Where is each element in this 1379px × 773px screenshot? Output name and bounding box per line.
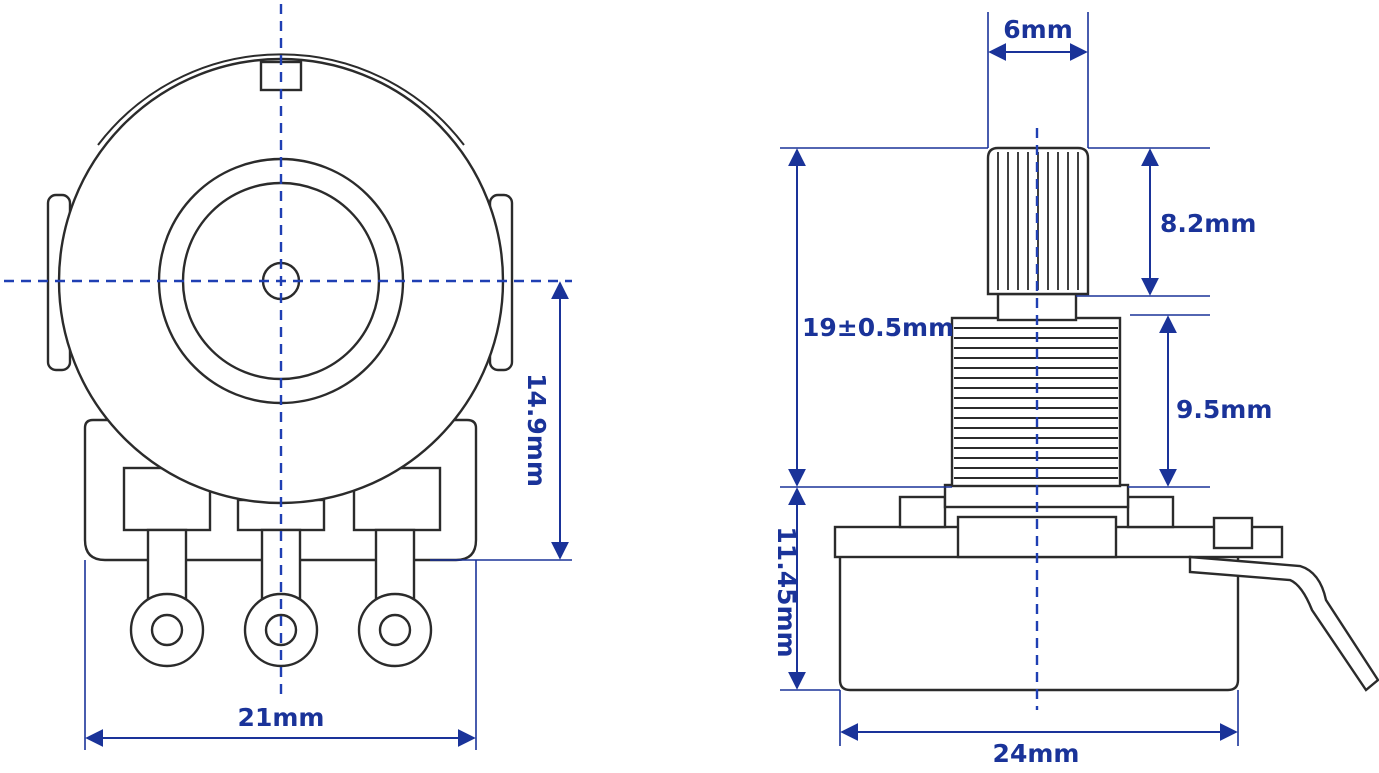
bushing-threads <box>954 327 1118 479</box>
body-rim <box>97 53 465 146</box>
side-view: 6mm 8.2mm 9.5mm 19±0.5mm 11.45mm 24mm <box>772 12 1379 768</box>
front-width-label: 21mm <box>238 703 325 732</box>
bracket-step-left <box>898 495 947 529</box>
terminal-left <box>122 466 212 668</box>
front-height-label: 14.9mm <box>522 373 551 487</box>
front-view: 21mm 14.9mm <box>4 4 572 750</box>
knurl-length-label: 8.2mm <box>1160 209 1256 238</box>
shaft-diameter-label: 6mm <box>1003 15 1073 44</box>
terminal-right <box>352 466 442 668</box>
side-lug <box>1188 555 1379 692</box>
side-body <box>838 553 1240 692</box>
total-shaft-label: 19±0.5mm <box>802 313 954 342</box>
bracket-step-right <box>1126 495 1175 529</box>
side-lug-tab <box>1212 516 1254 550</box>
thread-length-label: 9.5mm <box>1176 395 1272 424</box>
body-height-label: 11.45mm <box>772 526 801 657</box>
body-width-label: 24mm <box>993 739 1080 768</box>
